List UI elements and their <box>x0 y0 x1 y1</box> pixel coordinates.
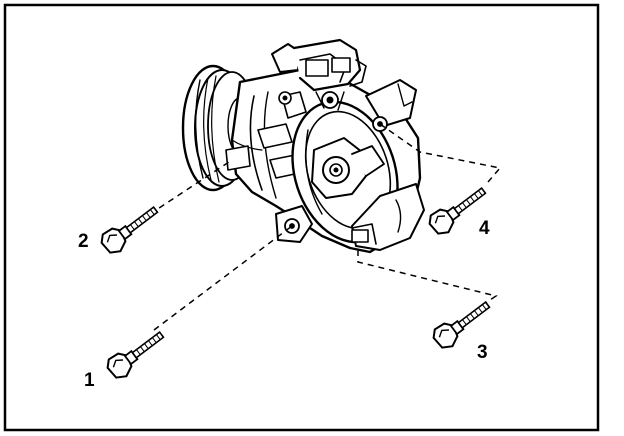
bolt-4-guide-line <box>379 123 502 183</box>
bolt-2 <box>96 199 164 259</box>
callout-label-1: 1 <box>84 370 95 391</box>
alignment-lines <box>149 123 502 331</box>
bolt-1 <box>102 324 170 384</box>
callout-label-3: 3 <box>477 342 488 363</box>
ac-compressor <box>181 38 425 254</box>
callout-label-4: 4 <box>479 218 490 239</box>
diagram-border <box>3 3 600 432</box>
callout-label-2: 2 <box>78 231 89 252</box>
bolt-2-guide-line <box>149 159 233 215</box>
bolt-3-guide-line <box>357 250 498 305</box>
bolt-1-guide-line <box>153 225 293 331</box>
